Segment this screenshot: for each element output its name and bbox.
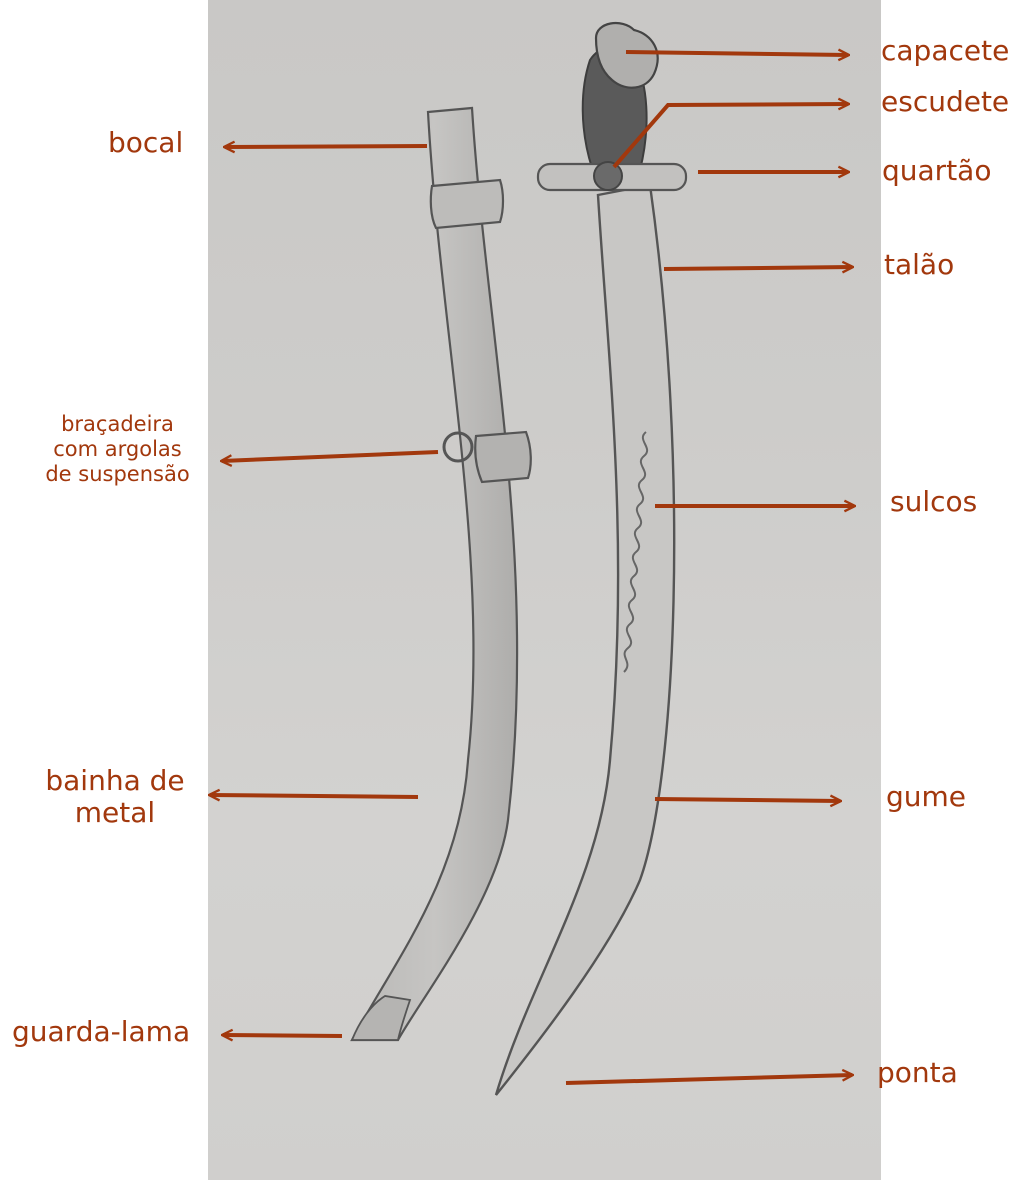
label-guarda-lama: guarda-lama — [12, 1016, 190, 1048]
scabbard-suspension-band — [475, 432, 531, 482]
arrows — [210, 52, 854, 1083]
label-bracadeira-line2: com argolas — [25, 437, 210, 462]
scabbard-body — [352, 108, 517, 1040]
label-bracadeira-line1: braçadeira — [25, 412, 210, 437]
label-talao: talão — [884, 249, 954, 281]
label-gume: gume — [886, 781, 966, 813]
arrow-escudete — [614, 104, 848, 167]
arrow-gume — [655, 799, 840, 801]
label-bainha: bainha de metal — [35, 765, 195, 829]
arrow-ponta — [566, 1075, 852, 1083]
arrow-guarda-lama — [223, 1035, 342, 1036]
scabbard — [352, 108, 531, 1040]
label-sulcos: sulcos — [890, 486, 977, 518]
label-bocal: bocal — [108, 127, 183, 159]
label-bracadeira: braçadeira com argolas de suspensão — [25, 412, 210, 488]
label-bainha-line2: metal — [35, 797, 195, 829]
label-ponta: ponta — [877, 1057, 958, 1089]
label-bainha-line1: bainha de — [35, 765, 195, 797]
arrow-bracadeira — [222, 452, 438, 461]
label-capacete: capacete — [881, 35, 1009, 67]
arrow-talao — [664, 267, 852, 269]
saber-ecusson — [594, 162, 622, 190]
arrow-capacete — [626, 52, 848, 55]
arrow-bocal — [225, 146, 427, 147]
scabbard-mouth-band — [431, 180, 503, 228]
saber-blade — [496, 185, 674, 1095]
label-bracadeira-line3: de suspensão — [25, 462, 210, 487]
label-quartao: quartão — [882, 155, 991, 187]
arrow-bainha — [210, 795, 418, 797]
saber — [496, 23, 686, 1095]
label-escudete: escudete — [881, 86, 1009, 118]
